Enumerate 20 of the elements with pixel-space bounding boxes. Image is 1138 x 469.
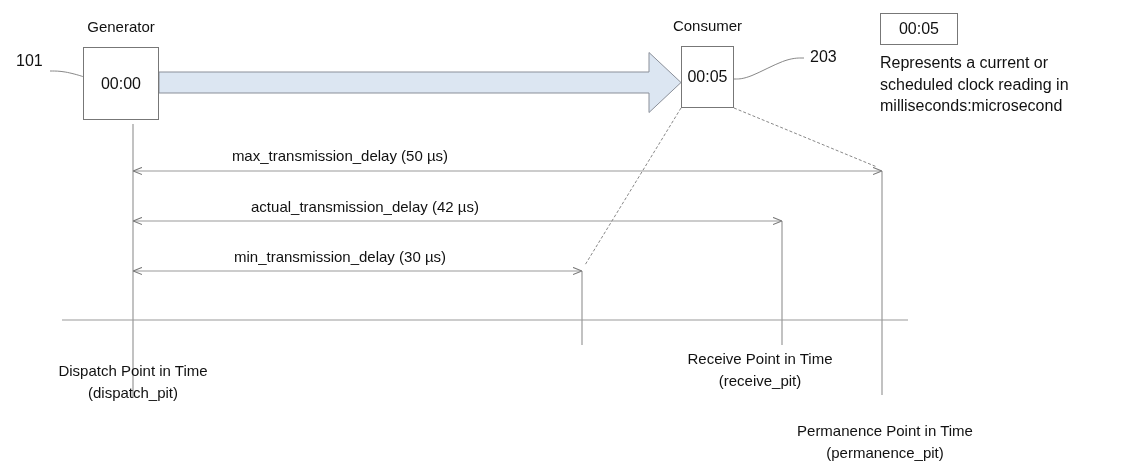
clock-reading: 00:05 (687, 68, 728, 86)
description-text: Represents a current or scheduled clock reading in milliseconds:microsecond (880, 53, 1070, 117)
time-point-label: Permanence Point in Time (permanence_pit) (796, 421, 974, 463)
reference-number: 101 (16, 52, 50, 74)
clock-reading: 00:05 (898, 20, 939, 38)
clock-reading: 00:00 (100, 74, 141, 93)
dimension-label: actual_transmission_delay (42 µs) (250, 197, 480, 217)
leader-line (733, 57, 805, 80)
dashed-leader-line (584, 107, 682, 266)
dashed-leader-line (733, 107, 878, 168)
box-heading: Generator (86, 18, 156, 35)
dimension-label: max_transmission_delay (50 µs) (230, 146, 450, 166)
leader-line (49, 70, 85, 78)
box-heading: Consumer (671, 17, 744, 34)
reference-number: 203 (810, 48, 846, 70)
dimension-label: min_transmission_delay (30 µs) (232, 247, 448, 267)
block-arrow (158, 52, 682, 113)
time-point-label: Dispatch Point in Time (dispatch_pit) (57, 361, 209, 403)
time-point-label: Receive Point in Time (receive_pit) (686, 349, 834, 391)
clock-reading-box (880, 13, 958, 45)
